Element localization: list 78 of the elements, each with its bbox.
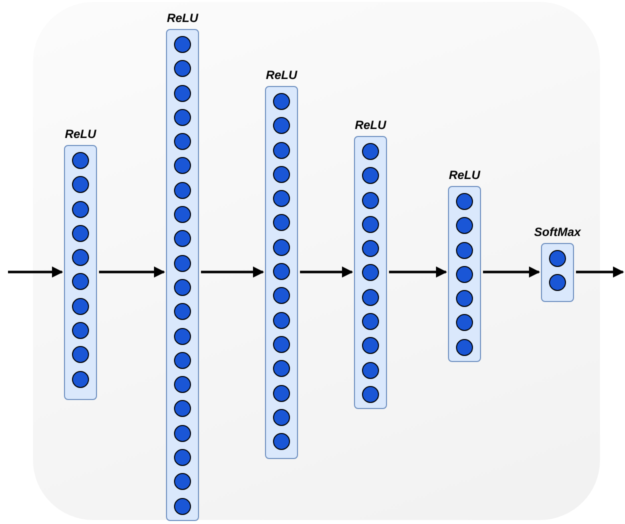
neuron-circle — [174, 60, 191, 78]
neuron-circle — [273, 336, 290, 353]
neuron-circle — [273, 408, 290, 426]
neuron-circle — [174, 278, 191, 296]
neuron-circle — [273, 142, 290, 159]
neuron-circle — [456, 338, 473, 356]
arrow — [99, 266, 166, 278]
activation-label: ReLU — [354, 118, 386, 132]
neuron-circle — [456, 314, 473, 332]
neuron-circle — [456, 266, 473, 283]
neuron-circle — [362, 167, 379, 184]
neuron-circle — [72, 370, 89, 388]
neuron-circle — [549, 250, 566, 267]
neuron-circle — [362, 313, 379, 330]
neuron-circle — [456, 217, 473, 234]
neuron-circle — [174, 473, 191, 490]
neuron-circle — [174, 133, 191, 150]
neuron-circle — [174, 400, 191, 418]
activation-label: SoftMax — [534, 225, 581, 239]
neuron-circle — [174, 303, 191, 320]
neuron-circle — [72, 273, 89, 290]
arrow — [300, 266, 354, 278]
neuron-circle — [273, 287, 290, 304]
neuron-circle — [174, 376, 191, 394]
neuron-circle — [174, 157, 191, 174]
arrow — [389, 266, 448, 278]
neuron-circle — [174, 230, 191, 248]
neuron-circle — [72, 224, 89, 242]
neuron-circle — [362, 264, 379, 282]
neuron-circle — [273, 433, 290, 450]
neuron-circle — [174, 449, 191, 466]
neuron-circle — [174, 328, 191, 345]
neuron-circle — [72, 200, 89, 218]
neuron-circle — [362, 192, 379, 209]
neuron-circle — [362, 386, 379, 403]
neuron-circle — [362, 240, 379, 258]
neuron-circle — [72, 176, 89, 194]
arrow — [201, 266, 264, 278]
neuron-circle — [174, 206, 191, 224]
neuron-circle — [174, 36, 191, 53]
neuron-circle — [174, 498, 191, 515]
neuron-circle — [174, 424, 191, 442]
neuron-circle — [72, 249, 89, 266]
neuron-circle — [174, 352, 191, 369]
activation-label: ReLU — [64, 127, 96, 141]
neuron-circle — [273, 263, 290, 280]
neuron-circle — [72, 346, 89, 364]
neuron-circle — [362, 143, 379, 160]
neuron-circle — [174, 182, 191, 199]
neuron-circle — [273, 238, 290, 256]
activation-label: ReLU — [448, 168, 480, 182]
neuron-circle — [273, 190, 290, 208]
neuron-circle — [72, 152, 89, 169]
neuron-circle — [273, 312, 290, 329]
neuron-circle — [362, 362, 379, 379]
neuron-circle — [362, 337, 379, 354]
neuron-circle — [273, 214, 290, 232]
neuron-circle — [174, 108, 191, 126]
arrow — [8, 266, 64, 278]
neuron-circle — [362, 216, 379, 233]
neuron-circle — [273, 93, 290, 110]
activation-label: ReLU — [266, 68, 298, 82]
neuron-circle — [174, 84, 191, 102]
arrow — [576, 266, 624, 278]
neuron-circle — [456, 193, 473, 210]
arrow — [483, 266, 540, 278]
neuron-circle — [362, 288, 379, 306]
neuron-circle — [174, 254, 191, 272]
neuron-circle — [273, 360, 290, 378]
neuron-circle — [456, 290, 473, 308]
neuron-circle — [72, 322, 89, 340]
neuron-circle — [273, 166, 290, 183]
neuron-circle — [273, 117, 290, 134]
neuron-circle — [456, 242, 473, 259]
neuron-circle — [72, 298, 89, 315]
activation-label: ReLU — [166, 11, 198, 25]
neuron-circle — [273, 384, 290, 402]
neuron-circle — [549, 274, 566, 292]
